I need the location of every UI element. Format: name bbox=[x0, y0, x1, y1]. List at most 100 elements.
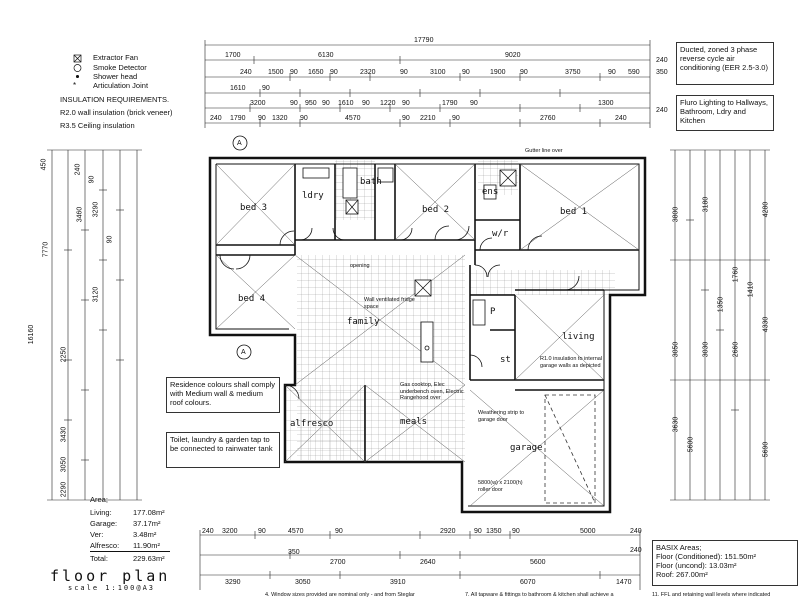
dim-left-total: 16160 bbox=[28, 324, 36, 345]
dim-left-0: 450 bbox=[40, 158, 48, 171]
footer-note-11: 11. FFL and retaining wall levels where … bbox=[652, 592, 771, 598]
dim-bottom-1-1: 3200 bbox=[222, 528, 238, 535]
dim-bottom-1-0: 240 bbox=[202, 528, 214, 535]
dim-bottom-2-1: 2700 bbox=[330, 559, 346, 566]
note-roller-door: 5800(w) x 2100(h) roller door bbox=[478, 480, 523, 493]
dim-top-right-0: 240 bbox=[656, 57, 668, 64]
basix-heading: BASIX Areas; bbox=[656, 543, 702, 552]
legend-extractor-fan: Extractor Fan bbox=[93, 53, 139, 62]
dim-bottom-2-2: 2640 bbox=[420, 559, 436, 566]
dim-right-total-2: 4330 bbox=[762, 316, 770, 333]
drawing-scale: scale 1:100@A3 bbox=[68, 584, 156, 592]
room-living: living bbox=[562, 332, 595, 342]
dim-bottom-1-2: 90 bbox=[258, 528, 266, 535]
legend-shower-head: Shower head bbox=[93, 72, 138, 81]
dim-bottom-1-3: 4570 bbox=[288, 528, 304, 535]
door-swings bbox=[219, 225, 580, 400]
legend-articulation-joint: Articulation Joint bbox=[93, 81, 149, 90]
dim-r2-10: 90 bbox=[520, 69, 528, 76]
room-store: st bbox=[500, 355, 511, 365]
dim-top-right-2: 240 bbox=[656, 107, 668, 114]
dim-r2-3: 1650 bbox=[308, 69, 324, 76]
dim-r2-11: 3750 bbox=[565, 69, 581, 76]
dim-bottom-1-6: 90 bbox=[474, 528, 482, 535]
basix-value-0: 151.50m² bbox=[724, 552, 757, 561]
dim-r2-6: 90 bbox=[400, 69, 408, 76]
dim-r2-2: 90 bbox=[290, 69, 298, 76]
dim-bottom-1-10: 240 bbox=[630, 528, 642, 535]
room-ens: ens bbox=[482, 187, 499, 197]
dim-right-3: 1410 bbox=[747, 281, 755, 298]
area-total-value: 229.63m² bbox=[133, 554, 165, 563]
dim-r4-9: 2760 bbox=[540, 115, 556, 122]
legend-symbols bbox=[73, 54, 82, 79]
area-heading: Area; bbox=[90, 495, 108, 504]
dim-top-2: 6130 bbox=[318, 52, 334, 59]
articulation-joint-icon: * bbox=[73, 81, 77, 90]
right-dimension-lines bbox=[670, 149, 770, 501]
left-dimension-lines bbox=[47, 149, 142, 501]
dim-r3-5: 90 bbox=[322, 100, 330, 107]
dim-bottom-3-0: 3290 bbox=[225, 579, 241, 586]
roof-hip-lines bbox=[215, 163, 640, 507]
dim-left-11: 2290 bbox=[60, 481, 68, 498]
dim-bottom-2-3: 5600 bbox=[530, 559, 546, 566]
section-marker-top: A bbox=[237, 140, 242, 147]
area-value-2: 3.48m² bbox=[133, 530, 157, 539]
section-markers bbox=[232, 135, 252, 360]
dim-left-2: 90 bbox=[88, 175, 96, 184]
dim-r4-1: 1790 bbox=[230, 115, 246, 122]
water-note: Toilet, laundry & garden tap to be conne… bbox=[166, 432, 280, 468]
note-kitchen: Gas cooktop, Elec underbench oven, Elect… bbox=[400, 382, 464, 401]
room-bed4: bed 4 bbox=[238, 294, 266, 304]
dim-r3-3: 90 bbox=[290, 100, 298, 107]
dim-left-10: 3050 bbox=[60, 456, 68, 473]
area-value-0: 177.08m² bbox=[133, 508, 165, 517]
dim-bottom-1-4: 90 bbox=[335, 528, 343, 535]
dim-right-0: 3800 bbox=[672, 206, 680, 223]
area-divider bbox=[90, 551, 170, 552]
dim-left-9: 3430 bbox=[60, 426, 68, 443]
aircon-note: Ducted, zoned 3 phase reverse cycle air … bbox=[676, 42, 774, 85]
dim-bottom-1-9: 5000 bbox=[580, 528, 596, 535]
basix-row-1: Floor (uncond): 13.03m² bbox=[656, 561, 794, 570]
room-meals: meals bbox=[400, 417, 428, 427]
tiled-floor-areas bbox=[285, 160, 615, 460]
footer-note-7: 7. All tapware & fittings to bathroom & … bbox=[465, 592, 614, 598]
dim-r2-0: 240 bbox=[240, 69, 252, 76]
external-walls bbox=[208, 156, 647, 514]
area-label-2: Ver: bbox=[90, 530, 104, 539]
dim-bottom-1-5: 2920 bbox=[440, 528, 456, 535]
dim-bottom-2-4: 240 bbox=[630, 547, 642, 554]
area-label-3: Alfresco: bbox=[90, 541, 120, 550]
garage-door bbox=[544, 394, 596, 504]
area-value-1: 37.17m² bbox=[133, 519, 161, 528]
colours-note: Residence colours shall comply with Medi… bbox=[166, 377, 280, 413]
dim-left-4: 90 bbox=[106, 235, 114, 244]
dim-r3-12: 1300 bbox=[598, 100, 614, 107]
room-garage: garage bbox=[510, 443, 543, 453]
dim-r3-8: 1220 bbox=[380, 100, 396, 107]
room-bath: bath bbox=[360, 177, 382, 187]
room-pantry: P bbox=[490, 307, 496, 317]
dim-r2-7: 3100 bbox=[430, 69, 446, 76]
dim-r2-5: 2320 bbox=[360, 69, 376, 76]
dim-r4-5: 4570 bbox=[345, 115, 361, 122]
dim-r4-3: 1320 bbox=[272, 115, 288, 122]
area-label-0: Living: bbox=[90, 508, 112, 517]
note-weathering: Weathering strip to garage door bbox=[478, 410, 525, 423]
dim-right-total-3: 5690 bbox=[762, 441, 770, 458]
insulation-line-2: R3.5 Ceiling insulation bbox=[60, 121, 135, 130]
dim-r3-7: 90 bbox=[362, 100, 370, 107]
dim-right-8: 5600 bbox=[687, 436, 695, 453]
dim-bottom-3-1: 3050 bbox=[295, 579, 311, 586]
room-bed3: bed 3 bbox=[240, 203, 268, 213]
dim-r3-10: 1790 bbox=[442, 100, 458, 107]
dim-bottom-3-4: 1470 bbox=[616, 579, 632, 586]
room-family: family bbox=[347, 317, 380, 327]
dim-r4-2: 90 bbox=[258, 115, 266, 122]
dim-right-5: 3030 bbox=[702, 341, 710, 358]
room-wir: w/r bbox=[492, 229, 509, 239]
lighting-note: Fluro Lighting to Hallways, Bathroom, Ld… bbox=[676, 95, 774, 131]
